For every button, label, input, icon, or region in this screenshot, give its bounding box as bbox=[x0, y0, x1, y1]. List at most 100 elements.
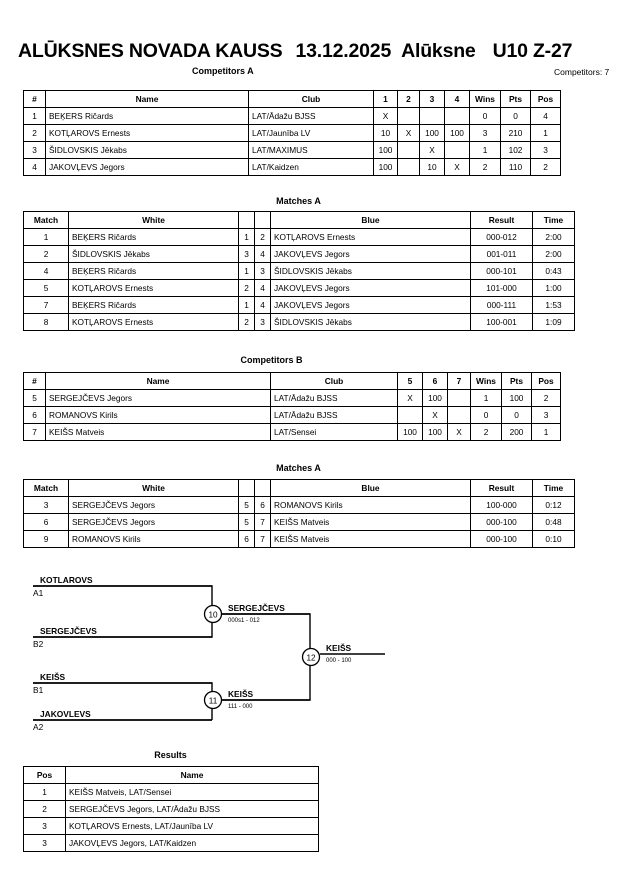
blue-competitor-number: 2 bbox=[254, 228, 271, 246]
match-number: 8 bbox=[23, 313, 69, 331]
col-pos: Pos bbox=[23, 766, 66, 784]
blue-competitor: JAKOVĻEVS Jegors bbox=[270, 245, 471, 263]
competitor-wins: 0 bbox=[469, 107, 501, 125]
bracket-entrant-seed-2: B1 bbox=[33, 685, 44, 695]
white-competitor: BEĶERS Ričards bbox=[68, 296, 239, 314]
match-time: 1:09 bbox=[532, 313, 575, 331]
match-score: 000-101 bbox=[470, 262, 533, 280]
competitor-wins: 1 bbox=[469, 141, 501, 159]
match-result-cell-1: X bbox=[397, 124, 420, 142]
match-result-cell-3: X bbox=[444, 158, 470, 176]
competitors-count: Competitors: 7 bbox=[554, 67, 610, 77]
competitor-position: 2 bbox=[530, 158, 561, 176]
match-result-cell-2: 100 bbox=[419, 124, 445, 142]
bracket-entrant-name-1: SERGEJČEVS bbox=[40, 625, 97, 636]
col-num: # bbox=[23, 372, 46, 390]
blue-competitor: KOTĻAROVS Ernests bbox=[270, 228, 471, 246]
competitor-position: 2 bbox=[531, 389, 561, 407]
table-header-row: # Name Club 5 6 7 Wins Pts Pos bbox=[23, 372, 561, 390]
match-number: 4 bbox=[23, 262, 69, 280]
col-vs-6: 6 bbox=[422, 372, 448, 390]
competitor-position: 1 bbox=[530, 124, 561, 142]
match-result-cell-0 bbox=[397, 406, 423, 424]
col-blue: Blue bbox=[270, 479, 471, 497]
result-name: KOTĻAROVS Ernests, LAT/Jaunība LV bbox=[65, 817, 319, 835]
col-wins: Wins bbox=[470, 372, 502, 390]
white-competitor: ŠIDLOVSKIS Jēkabs bbox=[68, 245, 239, 263]
competitor-club: LAT/Ādažu BJSS bbox=[270, 406, 398, 424]
bracket-sf2-score: 111 - 000 bbox=[228, 704, 253, 710]
match-result-cell-0: 100 bbox=[397, 423, 423, 441]
bracket-entrant-name-3: JAKOVLEVS bbox=[40, 709, 91, 719]
competitor-points: 210 bbox=[500, 124, 531, 142]
blue-competitor-number: 4 bbox=[254, 296, 271, 314]
white-competitor: BEĶERS Ričards bbox=[68, 262, 239, 280]
bracket-winners: SERGEJČEVS 000s1 - 012 KEIŠS 111 - 000 K… bbox=[228, 602, 352, 710]
table-header-row: Pos Name bbox=[23, 766, 319, 784]
bracket-svg: 10 11 12 KOTLAROVS A1 SERGEJČEVS B2 KEIŠ… bbox=[33, 575, 385, 732]
bracket-match-nodes: 10 11 12 bbox=[203, 604, 321, 710]
col-vs-4: 4 bbox=[444, 90, 470, 108]
matches-b-caption: Matches A bbox=[276, 463, 321, 473]
match-result-cell-0: 100 bbox=[373, 158, 398, 176]
match-result-cell-0: X bbox=[373, 107, 398, 125]
blue-competitor-number: 7 bbox=[254, 530, 271, 548]
col-wins: Wins bbox=[469, 90, 501, 108]
col-pts: Pts bbox=[500, 90, 531, 108]
match-result-cell-3: 100 bbox=[444, 124, 470, 142]
competitor-club: LAT/MAXIMUS bbox=[248, 141, 374, 159]
match-score: 000-012 bbox=[470, 228, 533, 246]
white-competitor: KOTĻAROVS Ernests bbox=[68, 313, 239, 331]
competitor-number: 3 bbox=[23, 141, 46, 159]
col-time: Time bbox=[532, 479, 575, 497]
results-caption: Results bbox=[154, 750, 187, 760]
competitor-points: 0 bbox=[500, 107, 531, 125]
match-number: 1 bbox=[23, 228, 69, 246]
blue-competitor: KEIŠS Matveis bbox=[270, 513, 471, 531]
bracket-name-rules bbox=[33, 585, 310, 721]
blue-competitor: KEIŠS Matveis bbox=[270, 530, 471, 548]
blue-competitor-number: 3 bbox=[254, 262, 271, 280]
competitor-wins: 1 bbox=[470, 389, 502, 407]
match-result-cell-0: 100 bbox=[373, 141, 398, 159]
match-score: 000-111 bbox=[470, 296, 533, 314]
match-time: 1:00 bbox=[532, 279, 575, 297]
match-result-cell-1: X bbox=[422, 406, 448, 424]
competitor-name: SERGEJČEVS Jegors bbox=[45, 389, 271, 407]
bracket-sf1-score: 000s1 - 012 bbox=[228, 618, 260, 624]
elimination-bracket: 10 11 12 KOTLAROVS A1 SERGEJČEVS B2 KEIŠ… bbox=[0, 560, 630, 740]
white-competitor-number: 5 bbox=[238, 496, 255, 514]
col-pos: Pos bbox=[530, 90, 561, 108]
bracket-entrant-name-2: KEIŠS bbox=[40, 671, 66, 682]
col-club: Club bbox=[270, 372, 398, 390]
col-pts: Pts bbox=[501, 372, 532, 390]
title-place: Alūksne bbox=[401, 40, 476, 62]
competitor-club: LAT/Ādažu BJSS bbox=[248, 107, 374, 125]
match-score: 000-100 bbox=[470, 513, 533, 531]
blue-competitor: ŠIDLOVSKIS Jēkabs bbox=[270, 262, 471, 280]
competitor-name: JAKOVĻEVS Jegors bbox=[45, 158, 249, 176]
match-result-cell-0: 10 bbox=[373, 124, 398, 142]
match-time: 0:10 bbox=[532, 530, 575, 548]
bracket-entrant-name-0: KOTLAROVS bbox=[40, 575, 93, 585]
blue-competitor: ŠIDLOVSKIS Jēkabs bbox=[270, 313, 471, 331]
bracket-entrants: KOTLAROVS A1 SERGEJČEVS B2 KEIŠS B1 JAKO… bbox=[33, 575, 97, 732]
match-result-cell-1: 100 bbox=[422, 389, 448, 407]
match-time: 2:00 bbox=[532, 228, 575, 246]
match-result-cell-0: X bbox=[397, 389, 423, 407]
match-node-11-circle bbox=[203, 690, 223, 710]
white-competitor-number: 5 bbox=[238, 513, 255, 531]
